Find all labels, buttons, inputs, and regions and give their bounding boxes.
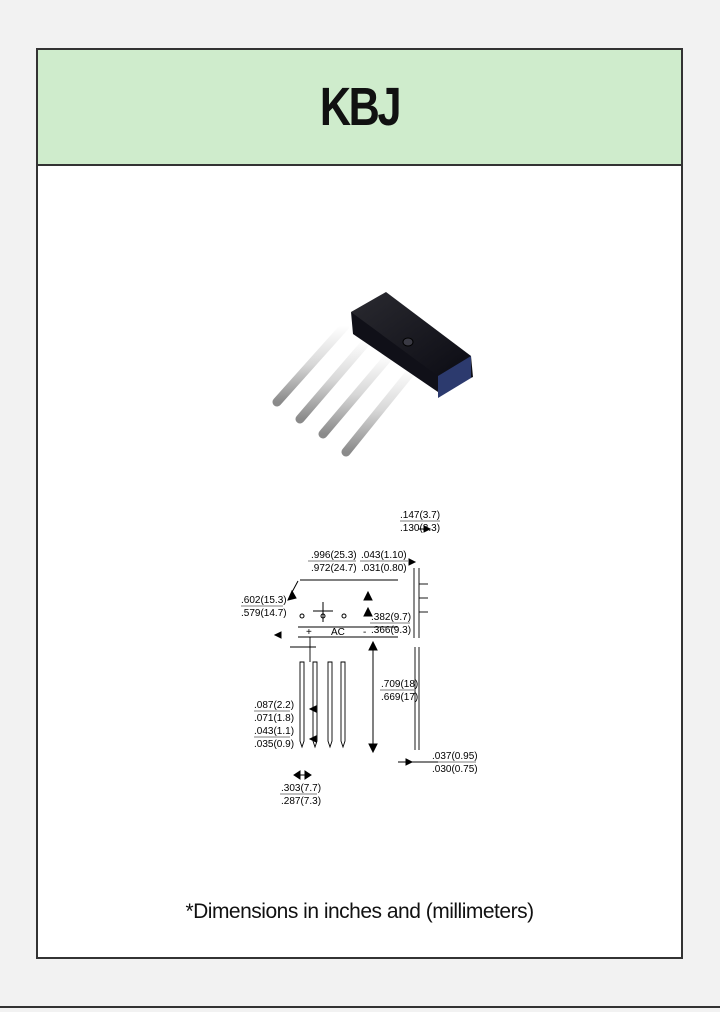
component-body-front bbox=[438, 356, 471, 398]
dim-lead-width-b-max: .043(1.1) bbox=[254, 726, 294, 737]
mounting-hole bbox=[402, 337, 414, 347]
dim-lead-width-a-min: .071(1.8) bbox=[254, 713, 294, 724]
dim-body-width-min: .972(24.7) bbox=[311, 563, 357, 574]
component-photo bbox=[272, 292, 473, 457]
dim-pitch-max: .303(7.7) bbox=[281, 783, 321, 794]
dim-lead-thickness-max: .147(3.7) bbox=[400, 510, 440, 521]
dim-body-width-max: .996(25.3) bbox=[311, 550, 357, 561]
dimension-drawing: .147(3.7) .130(3.3) .996(25.3) .972(24.7… bbox=[241, 510, 478, 807]
dim-lead-width-a-max: .087(2.2) bbox=[254, 700, 294, 711]
dimension-labels: .147(3.7) .130(3.3) .996(25.3) .972(24.7… bbox=[241, 510, 478, 807]
dim-tab-thickness-min: .031(0.80) bbox=[361, 563, 407, 574]
dim-tab-thickness-max: .043(1.10) bbox=[361, 550, 407, 561]
dim-hole-height-min: .366(9.3) bbox=[371, 625, 411, 636]
pin-label-plus: + bbox=[306, 627, 312, 638]
dim-body-height-min: .579(14.7) bbox=[241, 608, 287, 619]
dim-lead-width-b-min: .035(0.9) bbox=[254, 739, 294, 750]
dim-lead-length-max: .709(18) bbox=[381, 679, 418, 690]
dim-hole-height-max: .382(9.7) bbox=[371, 612, 411, 623]
dim-pitch-min: .287(7.3) bbox=[281, 796, 321, 807]
units-footnote: *Dimensions in inches and (millimeters) bbox=[185, 900, 534, 923]
page-bottom-rule bbox=[0, 1006, 720, 1008]
dimension-lines bbox=[273, 525, 432, 780]
title-banner: KBJ bbox=[38, 50, 681, 166]
pin-label-ac: AC bbox=[331, 627, 345, 638]
component-leads bbox=[272, 321, 419, 457]
pin-label-minus: - bbox=[363, 627, 366, 638]
dim-lead-length-min: .669(17) bbox=[381, 692, 418, 703]
dim-lead-thickness-min: .130(3.3) bbox=[400, 523, 440, 534]
datasheet-frame: KBJ bbox=[36, 48, 683, 959]
front-view-body bbox=[290, 579, 398, 638]
dim-body-height-max: .602(15.3) bbox=[241, 595, 287, 606]
side-view bbox=[410, 568, 438, 763]
page-title: KBJ bbox=[319, 77, 402, 137]
dim-side-lead-min: .030(0.75) bbox=[432, 764, 478, 775]
front-view-leads bbox=[290, 637, 346, 749]
component-body-top bbox=[351, 292, 471, 376]
dim-side-lead-max: .037(0.95) bbox=[432, 751, 478, 762]
